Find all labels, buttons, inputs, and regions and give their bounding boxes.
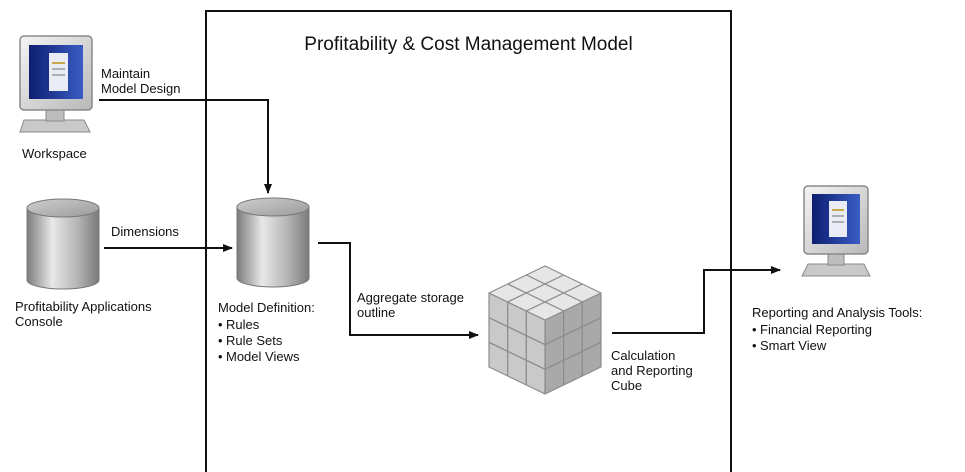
console-label: Profitability Applications Console	[15, 299, 152, 329]
model-definition-label: Model Definition: Rules Rule Sets Model …	[218, 300, 315, 365]
model-definition-heading: Model Definition:	[218, 300, 315, 315]
reporting-tools-item: Financial Reporting	[752, 322, 922, 338]
cube-icon	[488, 265, 602, 395]
reporting-tools-label: Reporting and Analysis Tools: Financial …	[752, 305, 922, 354]
reporting-tools-item: Smart View	[752, 338, 922, 354]
page-title: Profitability & Cost Management Model	[304, 34, 633, 55]
aggregate-storage-label: Aggregate storage outline	[357, 290, 464, 320]
model-definition-item: Model Views	[218, 349, 315, 365]
workspace-label: Workspace	[22, 146, 87, 161]
calculation-cube-label: Calculation and Reporting Cube	[611, 348, 693, 393]
database-icon	[26, 198, 100, 290]
monitor-icon	[801, 185, 871, 277]
model-boundary-box	[205, 10, 732, 472]
reporting-arrow	[612, 266, 781, 334]
database-icon	[236, 197, 310, 288]
dimensions-label: Dimensions	[111, 224, 179, 239]
reporting-tools-heading: Reporting and Analysis Tools:	[752, 305, 923, 320]
maintain-design-arrow	[99, 99, 272, 194]
monitor-icon	[19, 35, 93, 133]
model-definition-item: Rules	[218, 317, 315, 333]
model-definition-item: Rule Sets	[218, 333, 315, 349]
maintain-model-design-label: Maintain Model Design	[101, 66, 181, 96]
aggregate-outline-arrow	[318, 242, 479, 339]
